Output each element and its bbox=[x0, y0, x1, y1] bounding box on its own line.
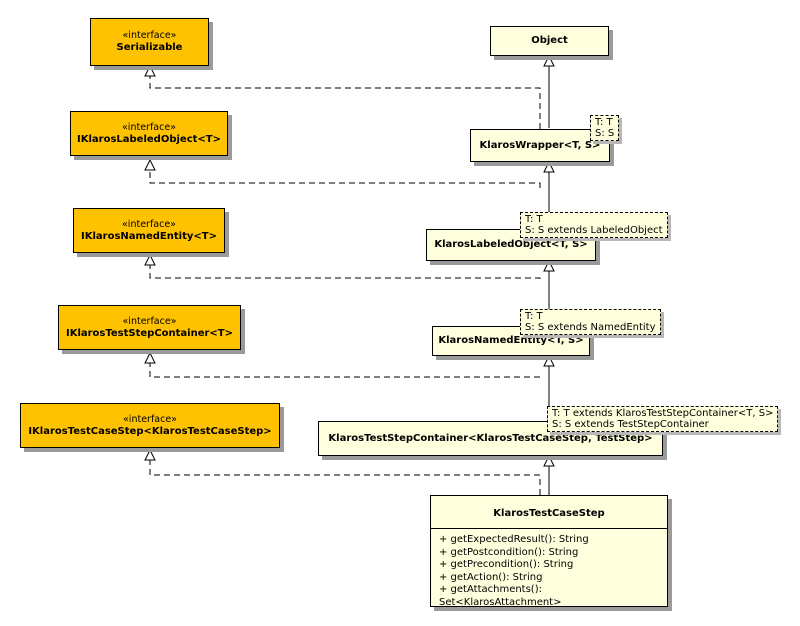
type-param: T: T bbox=[595, 117, 613, 128]
stereotype-label: «interface» bbox=[123, 413, 177, 425]
realize-arrowhead-labeledobject bbox=[144, 158, 156, 171]
class-name: Object bbox=[531, 35, 568, 46]
type-param: S: S extends LabeledObject bbox=[525, 225, 663, 236]
type-param: T: T extends KlarosTestStepContainer<T, … bbox=[552, 408, 774, 419]
realize-line-testcasestep bbox=[149, 460, 541, 495]
inherit-arrowhead-object bbox=[543, 54, 555, 67]
class-name: KlarosNamedEntity<T, S> bbox=[438, 335, 584, 346]
realize-arrowhead-serializable bbox=[144, 64, 156, 77]
realize-arrowhead-testcasestep bbox=[144, 448, 156, 461]
class-name: KlarosTestCaseStep bbox=[431, 496, 667, 529]
realize-line-namedentity bbox=[149, 264, 541, 279]
realize-line-teststepcontainer bbox=[149, 363, 540, 378]
method-item: + getPostcondition(): String bbox=[439, 546, 579, 558]
stereotype-label: «interface» bbox=[122, 30, 177, 41]
interface-serializable[interactable]: «interface» Serializable bbox=[90, 18, 209, 66]
realize-line-serializable bbox=[149, 73, 541, 129]
realize-arrowhead-teststepcontainer bbox=[144, 351, 156, 364]
realize-arrowhead-namedentity bbox=[144, 253, 156, 266]
type-param: T: T bbox=[525, 214, 543, 225]
stereotype-label: «interface» bbox=[122, 218, 176, 230]
class-object[interactable]: Object bbox=[490, 26, 609, 56]
realize-line-labeledobject bbox=[149, 169, 541, 188]
method-item: + getPrecondition(): String bbox=[439, 559, 574, 570]
type-params-klarosteststepcontainer: T: T extends KlarosTestStepContainer<T, … bbox=[547, 406, 779, 432]
class-name: KlarosLabeledObject<T, S> bbox=[434, 239, 588, 250]
interface-name: Serializable bbox=[116, 42, 183, 53]
class-klaroswrapper[interactable]: KlarosWrapper<T, S> bbox=[470, 129, 610, 162]
class-name: KlarosTestStepContainer<KlarosTestCaseSt… bbox=[328, 432, 653, 444]
type-param: S: S extends NamedEntity bbox=[525, 322, 656, 333]
interface-name: IKlarosTestStepContainer<T> bbox=[65, 327, 234, 339]
inherit-arrowhead-container bbox=[543, 454, 555, 467]
type-params-klaroswrapper: T: T S: S bbox=[590, 115, 620, 141]
class-name: KlarosWrapper<T, S> bbox=[479, 139, 601, 151]
method-list: + getExpectedResult(): String + getPostc… bbox=[431, 529, 667, 614]
inherit-arrowhead-wrapper bbox=[543, 160, 555, 173]
interface-iklarosnamedentity[interactable]: «interface» IKlarosNamedEntity<T> bbox=[73, 208, 225, 253]
inherit-arrowhead-labeled bbox=[543, 259, 555, 272]
interface-name: IKlarosLabeledObject<T> bbox=[77, 133, 221, 145]
interface-name: IKlarosTestCaseStep<KlarosTestCaseStep> bbox=[28, 425, 272, 437]
method-item: + getExpectedResult(): String bbox=[439, 534, 589, 545]
interface-iklarosteststepcontainer[interactable]: «interface» IKlarosTestStepContainer<T> bbox=[58, 305, 241, 350]
type-param: T: T bbox=[525, 311, 543, 322]
type-param: S: S bbox=[595, 128, 615, 139]
interface-iklaroslabeledobject[interactable]: «interface» IKlarosLabeledObject<T> bbox=[70, 111, 228, 156]
inherit-arrowhead-named bbox=[543, 354, 555, 367]
interface-name: IKlarosNamedEntity<T> bbox=[81, 230, 217, 242]
class-klarostestcasestep[interactable]: KlarosTestCaseStep + getExpectedResult()… bbox=[430, 495, 668, 608]
type-param: S: S extends TestStepContainer bbox=[552, 419, 709, 430]
method-item: + getAttachments(): Set<KlarosAttachment… bbox=[439, 584, 562, 608]
interface-iklarostestcasestep[interactable]: «interface» IKlarosTestCaseStep<KlarosTe… bbox=[20, 403, 280, 448]
type-params-klaroslabeledobject: T: T S: S extends LabeledObject bbox=[520, 212, 668, 238]
stereotype-label: «interface» bbox=[122, 121, 176, 133]
type-params-klarosnamedentity: T: T S: S extends NamedEntity bbox=[520, 309, 661, 335]
method-item: + getAction(): String bbox=[439, 571, 543, 583]
stereotype-label: «interface» bbox=[122, 315, 177, 327]
